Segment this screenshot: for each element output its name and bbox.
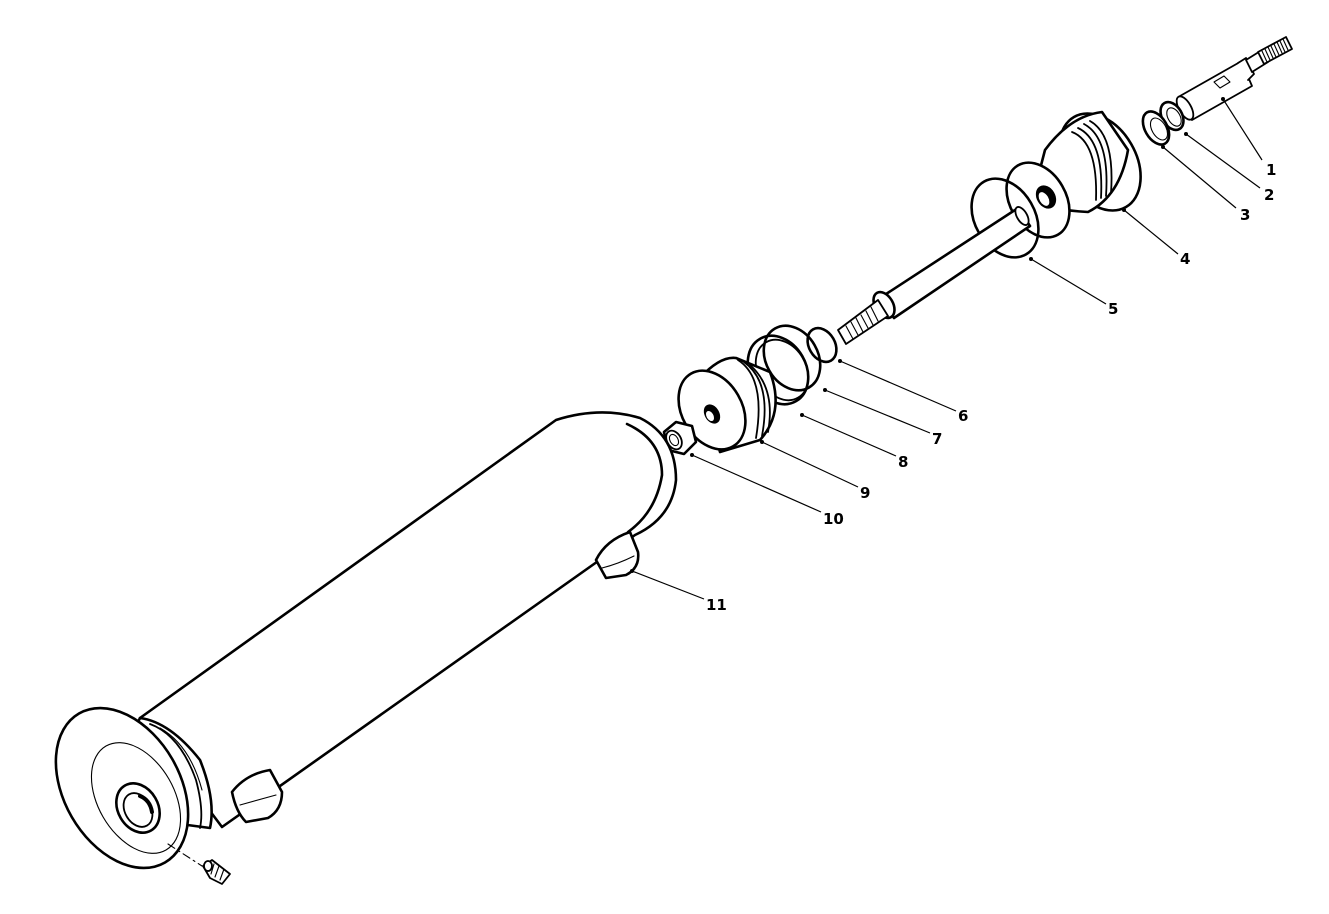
leader-lines	[630, 97, 1263, 600]
part-3-rod-seal	[1141, 110, 1171, 146]
cylinder-barrel	[126, 411, 678, 830]
callout-8: 8	[898, 453, 909, 471]
part-6-small-o-ring	[806, 326, 838, 364]
callout-5: 5	[1108, 300, 1119, 318]
callout-2: 2	[1264, 186, 1275, 204]
rear-port-boss	[230, 768, 284, 824]
part-4-gland-head	[1005, 110, 1142, 239]
callout-4: 4	[1180, 250, 1191, 268]
part-1-rod-end	[1175, 36, 1293, 121]
callout-11: 11	[706, 596, 727, 614]
clevis-eye-mount	[54, 706, 190, 870]
callout-3: 3	[1240, 206, 1251, 224]
callout-9: 9	[860, 484, 871, 502]
part-9-piston	[677, 356, 777, 454]
part-10-hex-nut	[662, 420, 698, 456]
part-11-port-boss	[594, 530, 640, 580]
callout-6: 6	[958, 407, 969, 425]
callout-10: 10	[823, 510, 844, 528]
callout-7: 7	[932, 430, 943, 448]
piston-rod	[837, 206, 1032, 345]
grease-fitting	[167, 843, 231, 885]
callout-1: 1	[1266, 161, 1277, 179]
